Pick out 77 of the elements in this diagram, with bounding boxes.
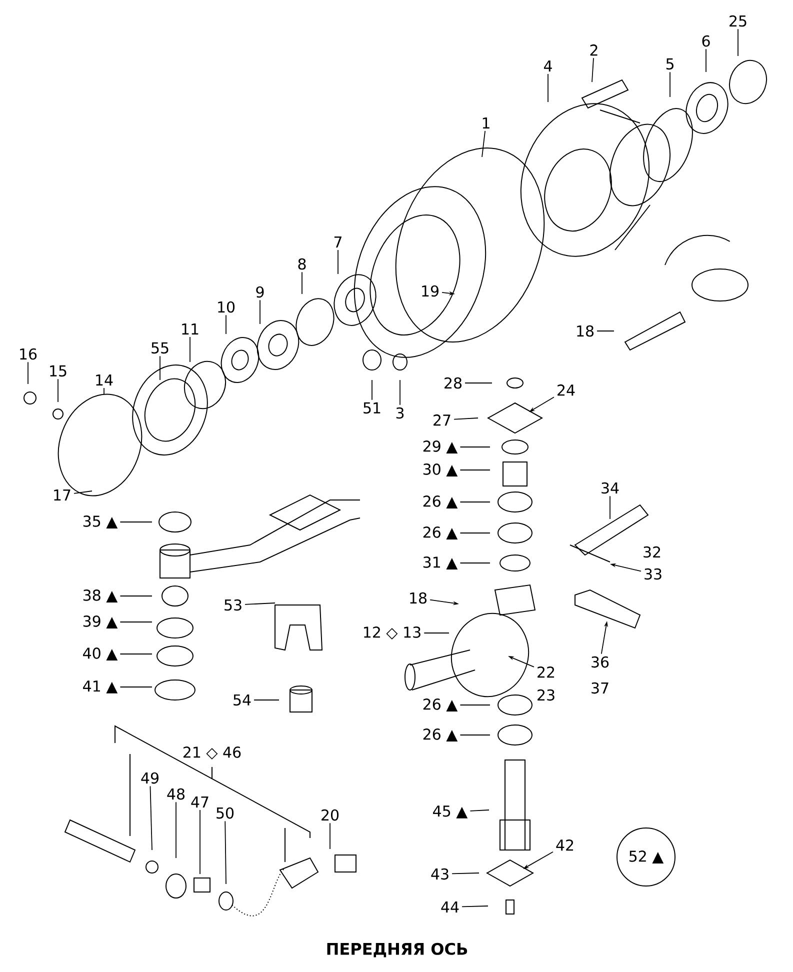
- callout-number: 51: [364, 402, 380, 414]
- callout-number: 15: [50, 365, 66, 377]
- callout-number: 44: [441, 902, 459, 912]
- leader-line: [460, 734, 490, 736]
- callout-number: 23: [538, 689, 554, 701]
- leader-line: [74, 490, 92, 494]
- callout-number: 7: [334, 236, 342, 248]
- callout-number: 53: [224, 599, 242, 611]
- leader-line: [460, 704, 490, 706]
- callout-number: 3: [396, 407, 404, 419]
- callout-number: 55: [152, 342, 168, 354]
- leader-line: [460, 446, 490, 448]
- callout-number: 10: [218, 301, 235, 313]
- leader-line: [454, 418, 478, 420]
- leader-line: [464, 382, 492, 384]
- callout-number: 54: [234, 694, 251, 706]
- callout-number: 26 ▲: [423, 728, 458, 742]
- callout-number: 18: [410, 592, 427, 604]
- callout-number: 42: [556, 839, 574, 851]
- callout-number: 30 ▲: [423, 464, 458, 476]
- callout-number: 38 ▲: [83, 590, 118, 602]
- callout-number: 34: [602, 482, 619, 494]
- callout-number: 5: [666, 58, 674, 70]
- leader-line: [460, 532, 490, 534]
- callout-number: 50: [216, 807, 234, 819]
- callout-number: 8: [298, 258, 306, 270]
- callout-number: 27: [434, 414, 450, 426]
- callout-number: 35 ▲: [83, 516, 118, 528]
- leader-line: [150, 786, 152, 850]
- callout-number: 11: [182, 324, 198, 334]
- callout-number: 2: [590, 44, 598, 56]
- callout-number: 1: [482, 118, 490, 128]
- callout-number: 32: [644, 546, 660, 558]
- callout-number: 28: [444, 377, 462, 389]
- callout-number: 21 ◇ 46: [183, 746, 241, 760]
- callout-number: 41 ▲: [83, 680, 118, 694]
- callout-number: 45 ▲: [433, 806, 468, 818]
- callout-number: 36: [592, 656, 609, 668]
- leader-line: [592, 58, 594, 82]
- callout-number: 24: [558, 384, 575, 396]
- callout-number: 18: [577, 325, 594, 337]
- leader-line: [120, 686, 152, 688]
- leader-line: [460, 562, 490, 564]
- callout-number: 4: [544, 60, 552, 72]
- leader-line: [596, 330, 614, 332]
- callout-number: 39 ▲: [83, 616, 118, 628]
- caption: ПЕРЕДНЯЯ ОСЬ: [327, 942, 468, 958]
- leader-line: [424, 632, 450, 634]
- leader-line: [462, 906, 488, 908]
- callout-number: 17: [54, 490, 70, 500]
- circled-number: 52 ▲: [616, 828, 676, 886]
- callout-number: 25: [730, 15, 746, 27]
- callout-number: 6: [702, 35, 710, 47]
- leader-line: [482, 130, 486, 158]
- callout-number: 40 ▲: [83, 648, 118, 660]
- callout-number: 47: [191, 796, 208, 808]
- callout-number: 29 ▲: [423, 440, 458, 454]
- callout-number: 19: [422, 285, 438, 297]
- leader-line: [452, 872, 480, 874]
- callout-number: 22: [538, 666, 554, 678]
- callout-number: 12 ◇ 13: [364, 626, 420, 640]
- callout-number: 16: [20, 348, 37, 360]
- callout-number: 26 ▲: [423, 526, 458, 540]
- callout-number: 20: [322, 809, 339, 821]
- callout-number: 33: [644, 568, 662, 580]
- callout-number: 43: [431, 868, 448, 880]
- callout-number: 31 ▲: [423, 556, 458, 570]
- leader-line: [244, 602, 276, 605]
- callout-number: 49: [141, 772, 158, 784]
- leader-line: [224, 820, 226, 884]
- callout-number: 9: [256, 286, 264, 298]
- callout-number: 26 ▲: [423, 698, 458, 712]
- callout-number: 37: [592, 682, 608, 694]
- callout-number: 26 ▲: [423, 496, 458, 508]
- callout-number: 48: [167, 788, 185, 800]
- leader-line: [470, 810, 490, 812]
- callout-number: 14: [96, 374, 113, 386]
